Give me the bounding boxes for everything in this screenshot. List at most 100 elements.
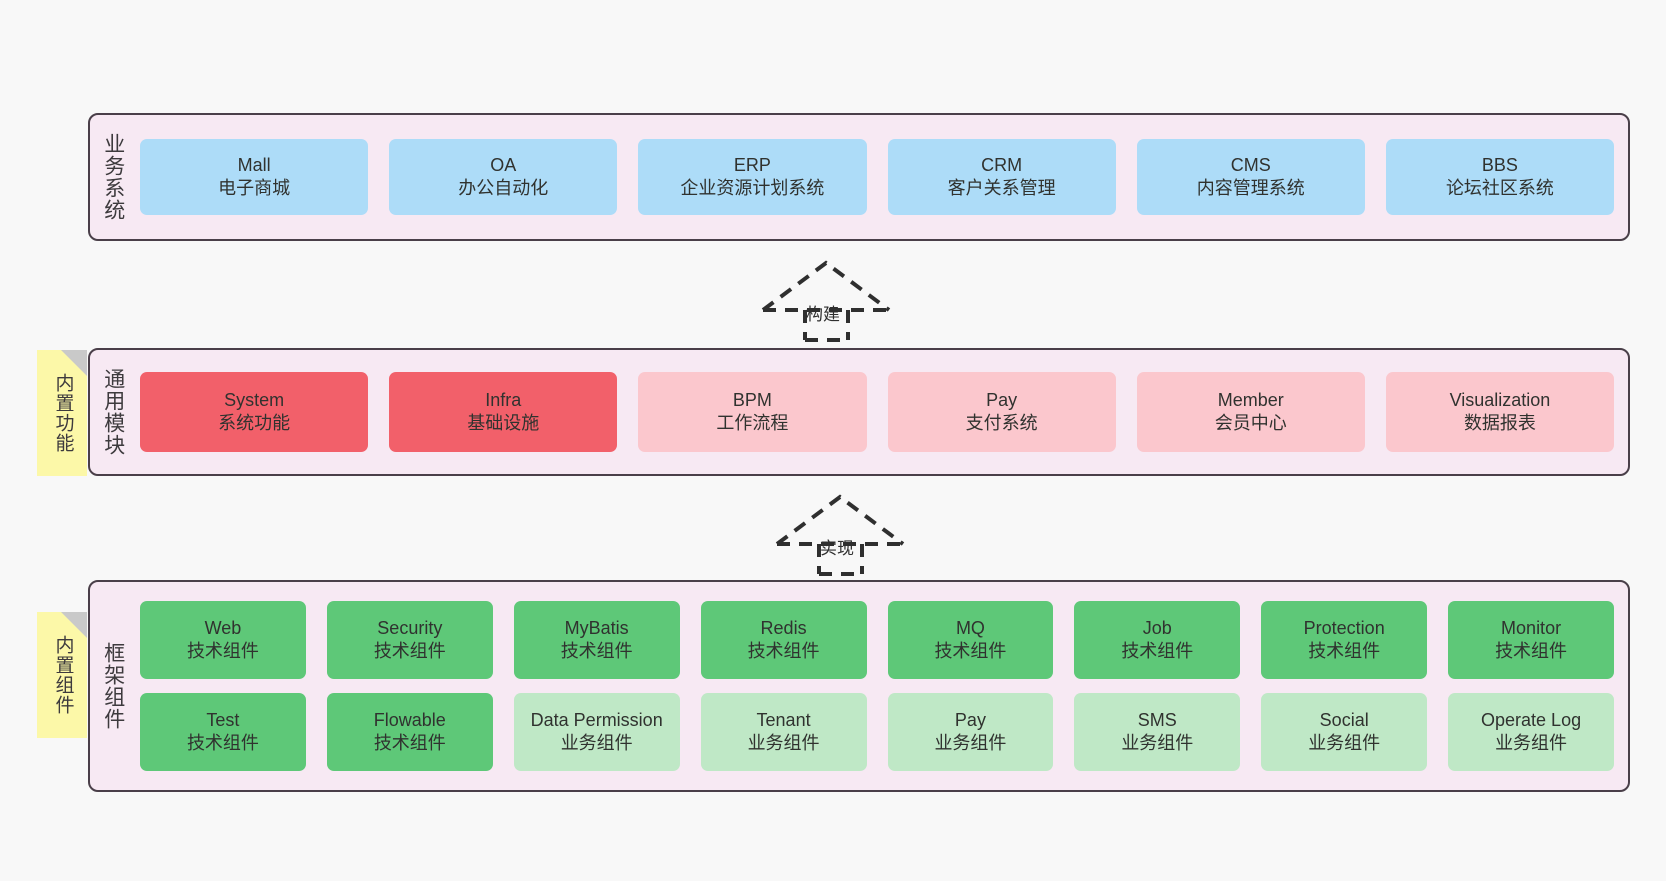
- sticky-note-label: 内置组件: [52, 635, 74, 715]
- card-row: Test 技术组件 Flowable 技术组件 Data Permission …: [140, 693, 1614, 771]
- card-subtitle: 论坛社区系统: [1445, 178, 1554, 198]
- layer-body-framework-components: Web 技术组件 Security 技术组件 MyBatis 技术组件 Redi…: [136, 582, 1628, 790]
- card-name: Redis: [760, 618, 807, 639]
- component-card-mybatis[interactable]: MyBatis 技术组件: [513, 601, 680, 679]
- card-subtitle: 数据报表: [1463, 413, 1536, 433]
- layer-body-common-modules: System 系统功能 Infra 基础设施 BPM 工作流程 Pay 支付系统…: [136, 350, 1628, 474]
- card-subtitle: 业务组件: [934, 733, 1007, 753]
- card-subtitle: 技术组件: [747, 641, 820, 661]
- card-name: Tenant: [756, 710, 811, 731]
- module-card-bpm[interactable]: BPM 工作流程: [638, 372, 867, 452]
- card-name: Mall: [237, 155, 271, 176]
- component-card-test[interactable]: Test 技术组件: [140, 693, 306, 771]
- card-subtitle: 技术组件: [1495, 641, 1568, 661]
- sticky-note-label: 内置功能: [52, 373, 74, 453]
- card-name: Test: [206, 710, 240, 731]
- connector-build-arrow: [761, 260, 891, 342]
- module-card-bbs[interactable]: BBS 论坛社区系统: [1385, 139, 1615, 215]
- module-card-infra[interactable]: Infra 基础设施: [389, 372, 618, 452]
- component-card-job[interactable]: Job 技术组件: [1074, 601, 1241, 679]
- card-subtitle: 技术组件: [373, 641, 446, 661]
- layer-business-system: 业务系统 Mall 电子商城 OA 办公自动化 ERP 企业资源计划系统 CRM…: [88, 113, 1630, 241]
- component-card-flowable[interactable]: Flowable 技术组件: [326, 693, 493, 771]
- connector-implement-arrow: [775, 494, 905, 576]
- sticky-note-builtin-component: 内置组件: [37, 612, 87, 738]
- module-card-erp[interactable]: ERP 企业资源计划系统: [638, 139, 867, 215]
- card-name: Security: [377, 618, 443, 639]
- card-name: Social: [1319, 710, 1369, 731]
- module-card-cms[interactable]: CMS 内容管理系统: [1136, 139, 1365, 215]
- card-subtitle: 业务组件: [560, 733, 633, 753]
- component-card-mq[interactable]: MQ 技术组件: [887, 601, 1054, 679]
- note-fold-icon: [61, 612, 87, 638]
- card-name: Pay: [986, 390, 1018, 411]
- note-fold-icon: [61, 350, 87, 376]
- component-card-operate-log[interactable]: Operate Log 业务组件: [1448, 693, 1614, 771]
- card-name: Member: [1217, 390, 1284, 411]
- component-card-tenant[interactable]: Tenant 业务组件: [700, 693, 867, 771]
- component-card-protection[interactable]: Protection 技术组件: [1261, 601, 1428, 679]
- layer-title-common-modules: 通用模块: [101, 368, 125, 456]
- component-card-web[interactable]: Web 技术组件: [140, 601, 306, 679]
- card-name: SMS: [1137, 710, 1177, 731]
- arrowhead-triangle: [761, 260, 891, 312]
- layer-title-framework-components: 框架组件: [101, 642, 125, 730]
- connector-build: 构建: [758, 258, 908, 342]
- connector-build-label: 构建: [806, 305, 840, 324]
- card-subtitle: 会员中心: [1214, 413, 1287, 433]
- card-subtitle: 技术组件: [186, 641, 259, 661]
- layer-common-modules: 通用模块 System 系统功能 Infra 基础设施 BPM 工作流程 Pay…: [88, 348, 1630, 476]
- card-name: Infra: [485, 390, 522, 411]
- module-card-visualization[interactable]: Visualization 数据报表: [1385, 372, 1615, 452]
- arrowhead-triangle: [775, 494, 905, 546]
- card-subtitle: 技术组件: [373, 733, 446, 753]
- module-card-crm[interactable]: CRM 客户关系管理: [887, 139, 1116, 215]
- card-name: MyBatis: [564, 618, 629, 639]
- card-subtitle: 业务组件: [1308, 733, 1381, 753]
- card-subtitle: 业务组件: [1495, 733, 1568, 753]
- sticky-note-builtin-function: 内置功能: [37, 350, 87, 476]
- card-subtitle: 客户关系管理: [947, 178, 1056, 198]
- card-name: Protection: [1303, 618, 1385, 639]
- card-subtitle: 工作流程: [716, 413, 789, 433]
- component-card-sms[interactable]: SMS 业务组件: [1074, 693, 1241, 771]
- card-subtitle: 技术组件: [1308, 641, 1381, 661]
- card-subtitle: 业务组件: [1121, 733, 1194, 753]
- card-name: Data Permission: [530, 710, 663, 731]
- card-subtitle: 技术组件: [1121, 641, 1194, 661]
- card-name: ERP: [733, 155, 771, 176]
- component-card-pay[interactable]: Pay 业务组件: [887, 693, 1054, 771]
- card-name: Monitor: [1501, 618, 1562, 639]
- component-card-data-permission[interactable]: Data Permission 业务组件: [513, 693, 680, 771]
- module-card-pay[interactable]: Pay 支付系统: [887, 372, 1116, 452]
- card-name: System: [224, 390, 285, 411]
- card-name: Operate Log: [1481, 710, 1582, 731]
- layer-title-business-system: 业务系统: [101, 133, 125, 221]
- module-card-mall[interactable]: Mall 电子商城: [140, 139, 369, 215]
- card-subtitle: 基础设施: [467, 413, 540, 433]
- card-subtitle: 电子商城: [218, 178, 291, 198]
- component-card-monitor[interactable]: Monitor 技术组件: [1448, 601, 1614, 679]
- card-name: BPM: [732, 390, 772, 411]
- card-row: Mall 电子商城 OA 办公自动化 ERP 企业资源计划系统 CRM 客户关系…: [140, 139, 1615, 215]
- card-name: Flowable: [373, 710, 446, 731]
- connector-implement-label: 实现: [820, 539, 854, 558]
- card-subtitle: 系统功能: [218, 413, 291, 433]
- card-name: CMS: [1230, 155, 1271, 176]
- module-card-system[interactable]: System 系统功能: [140, 372, 369, 452]
- module-card-member[interactable]: Member 会员中心: [1136, 372, 1365, 452]
- module-card-oa[interactable]: OA 办公自动化: [389, 139, 618, 215]
- component-card-redis[interactable]: Redis 技术组件: [700, 601, 867, 679]
- layer-framework-components: 框架组件 Web 技术组件 Security 技术组件 MyBatis 技术组件…: [88, 580, 1630, 792]
- card-subtitle: 业务组件: [747, 733, 820, 753]
- card-subtitle: 技术组件: [934, 641, 1007, 661]
- card-subtitle: 办公自动化: [458, 178, 549, 198]
- component-card-security[interactable]: Security 技术组件: [326, 601, 493, 679]
- card-subtitle: 技术组件: [186, 733, 259, 753]
- component-card-social[interactable]: Social 业务组件: [1261, 693, 1428, 771]
- card-subtitle: 技术组件: [560, 641, 633, 661]
- card-name: Pay: [954, 710, 986, 731]
- card-row: Web 技术组件 Security 技术组件 MyBatis 技术组件 Redi…: [140, 601, 1614, 679]
- layer-body-business-system: Mall 电子商城 OA 办公自动化 ERP 企业资源计划系统 CRM 客户关系…: [136, 115, 1628, 239]
